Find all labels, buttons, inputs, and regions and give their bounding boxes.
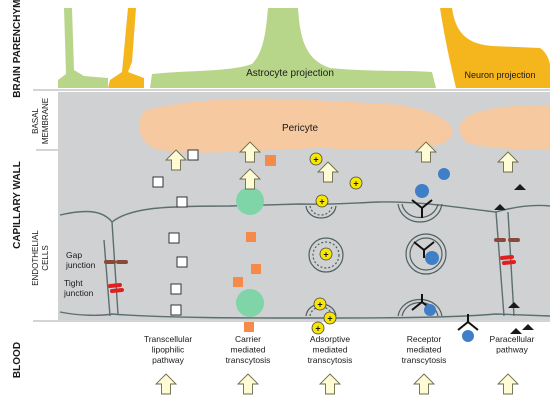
cation-sign: + [313,155,318,165]
carrier-protein-bottom [236,289,264,317]
cation-6: + [323,311,337,325]
blood-label: BLOOD [12,342,23,378]
cation-sign: + [327,314,332,324]
pathway-1-line-0: Carrier [235,334,261,344]
capillary-wall-label: CAPILLARY WALL [12,161,23,249]
basal-membrane-label-2: MEMBRANE [41,98,50,144]
pathway-3-line-1: mediated [407,345,442,355]
astrocyte-projection-label: Astrocyte projection [246,68,334,79]
cation-sign: + [319,197,324,207]
pathway-4-line-1: pathway [496,345,528,355]
carrier-protein-top [236,187,264,215]
pathway-4-line-0: Paracellular [490,334,535,344]
labels: BRAIN PARENCHYMA CAPILLARY WALL BLOOD BASAL… [12,0,536,378]
pathway-0-line-2: pathway [152,355,184,365]
pathway-1-line-1: mediated [231,345,266,355]
endothelial-cells-label-1: ENDOTHELIAL [31,230,40,286]
carrier-substrates [233,155,276,332]
astrocyte-endfoot-left [58,8,108,88]
astrocyte-projection-shape [150,8,436,88]
cation-5: + [311,321,325,335]
tight-junction-label-2: junction [63,288,94,298]
pathway-0-line-0: Transcellular [144,334,193,344]
tight-junctions [108,255,516,293]
pathway-2-line-1: mediated [313,345,348,355]
pathway-2-line-2: transcytosis [308,355,353,365]
pathway-2-line-0: Adsorptive [310,334,350,344]
pathway-3-line-0: Receptor [407,334,442,344]
gap-junctions [104,238,520,264]
pericyte-shape [138,98,453,153]
cation-0: + [309,152,323,166]
basal-membrane-label-1: BASAL [31,108,40,134]
pathway-1-line-2: transcytosis [226,355,271,365]
tight-junction-label-1: Tight [64,278,83,288]
pericyte-label: Pericyte [282,123,319,134]
gap-junction-label-1: Gap [66,250,82,260]
neuron-projection-shape [440,8,550,88]
brain-parenchyma-label: BRAIN PARENCHYMA [12,0,23,98]
neuron-projection-label: Neuron projection [464,70,535,80]
receptor-ligands [415,168,474,342]
pathway-3-line-2: transcytosis [402,355,447,365]
cation-sign: + [315,324,320,334]
gap-junction-label-2: junction [65,260,96,270]
cation-3: + [319,247,333,261]
pericyte-shape-right [459,105,550,150]
receptor-vesicles [397,203,447,317]
cation-sign: + [353,179,358,189]
pathway-0-line-1: lipophilic [152,345,185,355]
endothelial-cells [59,201,550,319]
neuron-endfoot-left [108,8,144,88]
paracellular-molecules [494,184,534,334]
cation-1: + [349,176,363,190]
cation-sign: + [323,250,328,260]
lipophilic-molecules [152,149,199,316]
cationic-molecules: + + + + + + + [309,152,363,335]
cation-sign: + [317,300,322,310]
endothelial-cells-label-2: CELLS [41,245,50,270]
receptor-molecules [411,199,479,331]
cation-2: + [315,194,329,208]
cation-4: + [313,297,327,311]
